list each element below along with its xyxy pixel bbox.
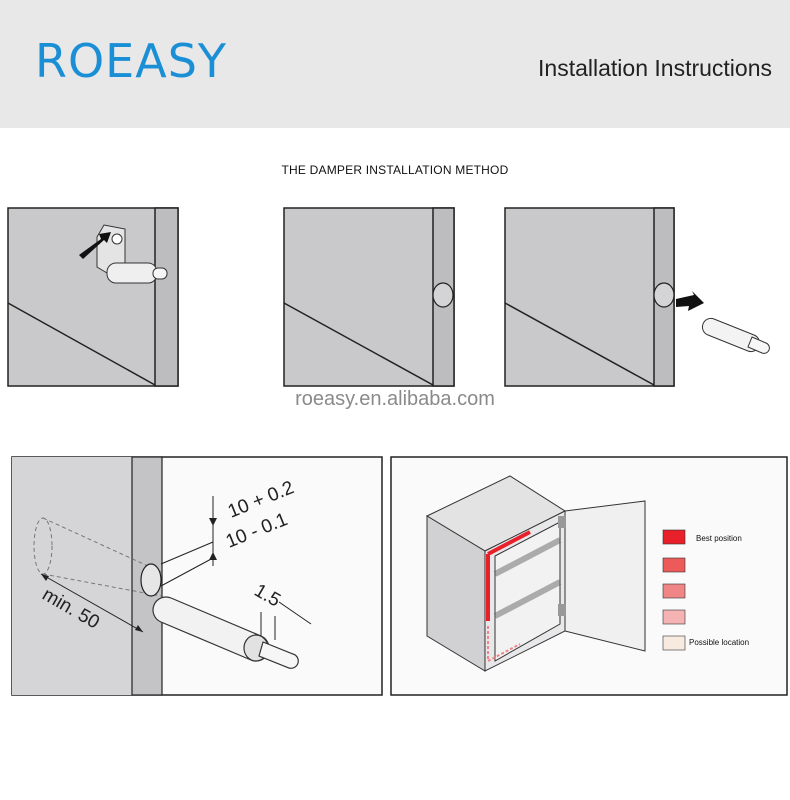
brand-logo: ROEASY — [35, 34, 227, 88]
legend-swatch-4 — [662, 609, 686, 625]
legend-swatch-3 — [662, 583, 686, 599]
legend-swatch-1 — [662, 529, 686, 545]
step-3-illustration — [504, 207, 770, 387]
legend-best-label: Best position — [696, 534, 742, 543]
section-title: THE DAMPER INSTALLATION METHOD — [281, 163, 509, 177]
damper-bracket-icon — [96, 224, 168, 284]
watermark: roeasy.en.alibaba.com — [295, 388, 495, 410]
position-diagram: Best position Possible location — [390, 456, 788, 696]
arrow-icon — [676, 291, 704, 311]
legend-swatch-2 — [662, 557, 686, 573]
arrow-icon — [79, 232, 111, 259]
damper-icon — [152, 596, 299, 669]
step-2-illustration — [283, 207, 455, 387]
drilled-hole — [432, 282, 454, 308]
page-title: Installation Instructions — [538, 55, 772, 81]
step-1-illustration — [7, 207, 179, 387]
damper-icon — [701, 317, 770, 354]
header-banner: ROEASY Installation Instructions — [0, 0, 790, 128]
legend-swatch-5 — [662, 635, 686, 651]
legend: Best position Possible location — [662, 529, 749, 651]
legend-possible-label: Possible location — [689, 638, 749, 647]
dimension-diagram: min. 50 10 + 0.2 10 - 0.1 1.5 — [11, 456, 383, 696]
